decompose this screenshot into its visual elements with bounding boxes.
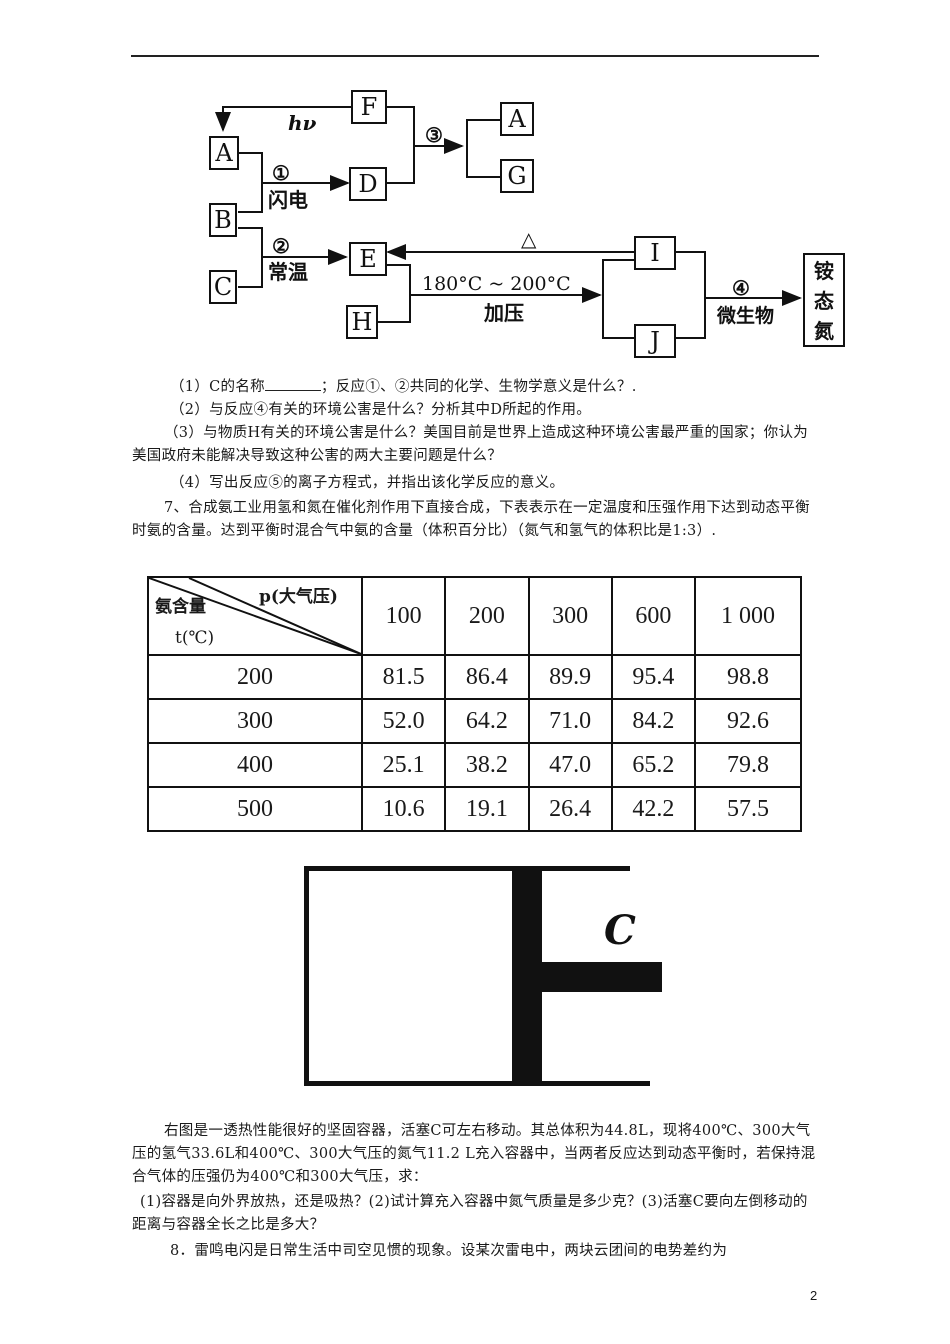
heat-symbol: △	[521, 227, 537, 251]
table-corner-cell: p(大气压) 氨含量 t(℃)	[147, 576, 363, 656]
question-6-1: （1）C的名称；反应①、②共同的化学、生物学意义是什么？.	[132, 376, 822, 399]
svg-text:氮: 氮	[814, 319, 834, 343]
column-header: 300	[527, 576, 613, 656]
reaction-3-label: ③	[425, 123, 443, 147]
table-cell: 42.2	[610, 786, 697, 832]
table-cell: 84.2	[610, 698, 697, 744]
table-row: 200 81.5 86.4 89.9 95.4 98.8	[147, 654, 802, 700]
column-header: 200	[444, 576, 530, 656]
box-I: I	[650, 239, 659, 267]
reaction-2-condition: 常温	[268, 260, 308, 284]
temperature-condition: 180°C ~ 200°C	[422, 273, 571, 295]
reaction-1-condition: 闪电	[268, 188, 308, 212]
hv-label: hν	[288, 111, 317, 135]
table-cell: 52.0	[360, 698, 447, 744]
container-problem-text: 右图是一透热性能很好的坚固容器，活塞C可左右移动。其总体积为44.8L，现将40…	[132, 1123, 816, 1185]
piston-label: C	[604, 907, 636, 954]
table-cell: 95.4	[610, 654, 697, 700]
box-E: E	[359, 245, 377, 273]
table-cell: 79.8	[694, 742, 802, 788]
question-6-3: （3）与物质H有关的环境公害是什么？美国目前是世界上造成这种环境公害最严重的国家…	[132, 425, 809, 464]
question-6-4: （4）写出反应⑤的离子方程式，并指出该化学反应的意义。	[170, 475, 565, 491]
box-J: J	[647, 327, 660, 355]
svg-text:态: 态	[814, 289, 834, 313]
row-header: 300	[147, 698, 363, 744]
box-A-right: A	[507, 105, 526, 133]
question-8: 8．雷鸣电闪是日常生活中司空见惯的现象。设某次雷电中，两块云团间的电势差约为	[170, 1243, 728, 1259]
table-cell: 86.4	[444, 654, 530, 700]
table-cell: 64.2	[444, 698, 530, 744]
table-row: 400 25.1 38.2 47.0 65.2 79.8	[147, 742, 802, 788]
column-header: 1 000	[694, 576, 802, 656]
column-header: 100	[360, 576, 447, 656]
piston-container-figure: C	[304, 866, 662, 1086]
ammonia-content-label: 氨含量	[155, 597, 206, 617]
column-header: 600	[610, 576, 697, 656]
diagonal-lines	[149, 578, 361, 654]
box-B: B	[214, 206, 232, 234]
table-cell: 65.2	[610, 742, 697, 788]
table-cell: 38.2	[444, 742, 530, 788]
pressure-condition: 加压	[483, 301, 524, 325]
table-cell: 57.5	[694, 786, 802, 832]
table-cell: 10.6	[360, 786, 447, 832]
box-A-left: A	[214, 139, 233, 167]
reaction-1-label: ①	[272, 161, 290, 185]
table-cell: 25.1	[360, 742, 447, 788]
table-cell: 26.4	[527, 786, 613, 832]
svg-text:铵: 铵	[814, 259, 834, 283]
box-D: D	[358, 170, 377, 198]
box-C: C	[214, 273, 232, 301]
reaction-4-condition: 微生物	[716, 304, 774, 327]
answer-blank	[264, 376, 321, 391]
table-cell: 81.5	[360, 654, 447, 700]
reaction-4-label: ④	[732, 276, 750, 300]
box-H: H	[352, 308, 373, 336]
question-7-intro: 7、合成氨工业用氢和氮在催化剂作用下直接合成，下表表示在一定温度和压强作用下达到…	[132, 500, 810, 539]
question-6-2: （2）与反应④有关的环境公害是什么？分析其中D所起的作用。	[170, 402, 592, 418]
row-header: 200	[147, 654, 363, 700]
row-header: 400	[147, 742, 363, 788]
container-subquestions: (1)容器是向外界放热，还是吸热？(2)试计算充入容器中氮气质量是多少克？(3)…	[132, 1194, 808, 1233]
table-cell: 71.0	[527, 698, 613, 744]
table-cell: 19.1	[444, 786, 530, 832]
temperature-axis-label: t(℃)	[175, 628, 215, 648]
table-cell: 47.0	[527, 742, 613, 788]
pressure-axis-label: p(大气压)	[259, 587, 338, 607]
header-rule	[131, 55, 819, 57]
table-cell: 92.6	[694, 698, 802, 744]
table-row: 500 10.6 19.1 26.4 42.2 57.5	[147, 786, 802, 832]
box-F: F	[361, 93, 378, 121]
box-G: G	[507, 162, 526, 190]
table-row: 300 52.0 64.2 71.0 84.2 92.6	[147, 698, 802, 744]
table-cell: 98.8	[694, 654, 802, 700]
table-cell: 89.9	[527, 654, 613, 700]
table-header-row: p(大气压) 氨含量 t(℃) 100 200 300 600 1 000	[147, 576, 802, 656]
page-number: 2	[810, 1288, 818, 1303]
row-header: 500	[147, 786, 363, 832]
reaction-flow-diagram: F A D B C E H A G I J hν ① 闪电 ② 常温 ③ ④ 微…	[209, 90, 845, 358]
reaction-2-label: ②	[272, 234, 290, 258]
box-ammonium-nitrogen: 铵 态 氮	[814, 259, 834, 343]
ammonia-content-table: p(大气压) 氨含量 t(℃) 100 200 300 600 1 000 20…	[147, 576, 802, 832]
